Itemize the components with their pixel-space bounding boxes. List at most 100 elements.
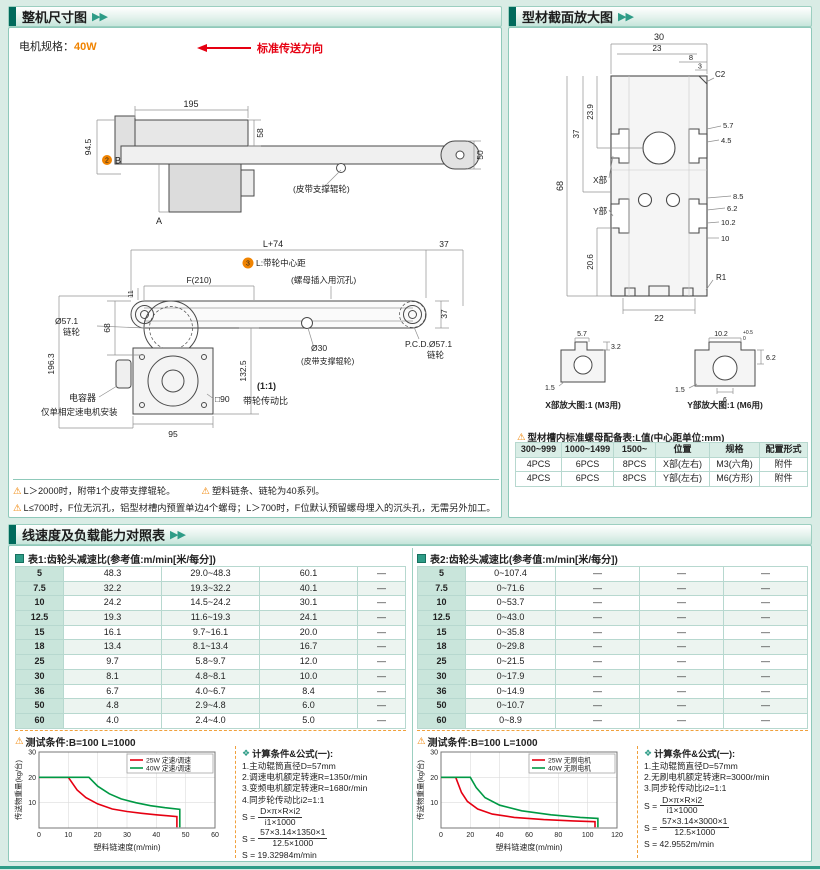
x-tick-label: 60: [525, 832, 533, 839]
dim-37: 37: [572, 129, 581, 138]
x-detail-dim-3-2: 3.2: [611, 344, 621, 351]
table-cell: —: [723, 654, 808, 670]
calc1-title-row: ❖ 计算条件&公式(一):: [242, 746, 407, 760]
fraction-numerator: 57×3.14×1350×1: [258, 827, 328, 840]
fraction-denominator: 12.5×1000: [674, 827, 716, 838]
table-cell: —: [555, 683, 640, 700]
table-cell: —: [555, 580, 640, 597]
table-cell: —: [555, 668, 640, 685]
nut-header: 1000~1499: [561, 442, 614, 458]
x-tick-label: 30: [123, 832, 131, 839]
side-view-shapes: [114, 115, 480, 213]
header-accent-block: [509, 7, 516, 26]
table-cell: 19.3~32.2: [161, 580, 260, 597]
table-cell: —: [639, 683, 724, 700]
table-cell: M3(六角): [709, 456, 760, 473]
table-cell: —: [723, 595, 808, 612]
y-tick-label: 10: [430, 800, 438, 807]
header-accent-block: [9, 525, 16, 544]
x-tick-label: 0: [439, 832, 443, 839]
table-cell: —: [357, 712, 406, 729]
page-bottom-rule: [0, 866, 820, 869]
table-cell: 15: [417, 624, 466, 641]
table-cell: —: [357, 683, 406, 700]
calc1-result: S = 19.32984m/min: [242, 850, 317, 861]
table-cell: —: [357, 639, 406, 656]
table-cell: 11.6~19.3: [161, 610, 260, 626]
table-cell: 0~14.9: [465, 683, 556, 700]
table-cell: —: [723, 610, 808, 626]
table-cell: 9.7: [63, 654, 162, 670]
x-axis-label: 塑料链速度(m/min): [495, 842, 562, 852]
belt-roller-note: (皮带支撑辊轮): [293, 184, 350, 194]
table-cell: 19.3: [63, 610, 162, 626]
table-cell: 13.4: [63, 639, 162, 656]
table-cell: —: [639, 624, 724, 641]
table-cell: 16.7: [259, 639, 358, 656]
calc1-title: 计算条件&公式(一):: [252, 749, 334, 759]
table-cell: —: [357, 698, 406, 714]
test-condition-row: ⚠ 测试条件:B=100 L=1000: [15, 730, 406, 749]
dim-196-3: 196.3: [46, 353, 56, 375]
table-cell: 0~17.9: [465, 668, 556, 685]
calc1-line: 2.调速电机额定转速R=1350r/min: [242, 772, 368, 783]
motor-spec: 电机规格：40W: [19, 38, 97, 54]
sprocket-label: 链轮: [63, 327, 81, 337]
table-cell: 附件: [759, 471, 808, 488]
table-cell: 6.0: [259, 698, 358, 714]
dim-6-2: 6.2: [727, 204, 737, 213]
y-axis-label: 传送物重量(kg/台): [415, 759, 425, 820]
legend-label: 40W 无刷电机: [548, 764, 591, 773]
table2-caption: 表2:齿轮头减速比(参考值:m/min[米/每分]): [417, 551, 618, 566]
table-cell: 4.8: [63, 698, 162, 714]
test-condition-text: 测试条件:B=100 L=1000: [25, 738, 136, 749]
table-cell: 0~10.7: [465, 698, 556, 714]
pcd-label: 链轮: [427, 350, 445, 360]
notes-row-1: ⚠L＞2000时，附带1个皮带支撑辊轮。 ⚠塑料链条、链轮为40系列。: [13, 483, 499, 497]
table-cell: 12.5: [417, 610, 466, 626]
note-item: ⚠L＞2000时，附带1个皮带支撑辊轮。: [13, 483, 175, 497]
capacitor-note: 仅单相定速电机安装: [41, 407, 118, 417]
detail-dimension-lines: [558, 337, 764, 394]
dim-50: 50: [475, 150, 485, 160]
diamond-icon: ❖: [644, 747, 653, 758]
motor-spec-label: 电机规格：: [19, 41, 74, 53]
table-cell: 0~107.4: [465, 566, 556, 582]
table-cell: —: [639, 566, 724, 582]
notes-row-2: ⚠L≤700时，F位无沉孔，铝型材槽内预置单边4个螺母；L＞700时，F位默认预…: [13, 500, 499, 514]
table-cell: 0~43.0: [465, 610, 556, 626]
table-cell: —: [723, 712, 808, 729]
calc1-line: 3.变频电机额定转速R=1680r/min: [242, 783, 368, 794]
table-cell: —: [357, 624, 406, 641]
table-cell: 25: [15, 654, 64, 670]
table-cell: —: [723, 639, 808, 656]
table-cell: 12.0: [259, 654, 358, 670]
profile-panel: 30 23 8 3 C2 23.9 37 68 5.7 4.5 8.5 6.2 …: [508, 27, 812, 518]
table-cell: 4PCS: [515, 456, 562, 473]
table-marker-icon: [417, 554, 426, 563]
dim-8-5: 8.5: [733, 192, 743, 201]
table-cell: 60.1: [259, 566, 358, 582]
y-detail-tol-dn: 0: [743, 336, 746, 342]
table-cell: —: [639, 639, 724, 656]
table-cell: 9.7~16.1: [161, 624, 260, 641]
sprocket-diameter: Ø57.1: [55, 316, 78, 326]
dim-95: 95: [168, 429, 178, 439]
fraction: D×π×R×i2 i1×1000: [258, 806, 303, 828]
table-cell: 4.0~6.7: [161, 683, 260, 700]
table-cell: 24.2: [63, 595, 162, 612]
dim-11: 11: [126, 290, 135, 298]
table-cell: —: [639, 654, 724, 670]
dim-B: B: [115, 156, 121, 166]
nut-counterbore-note: (螺母插入用沉孔): [291, 275, 356, 285]
table-cell: —: [555, 610, 640, 626]
